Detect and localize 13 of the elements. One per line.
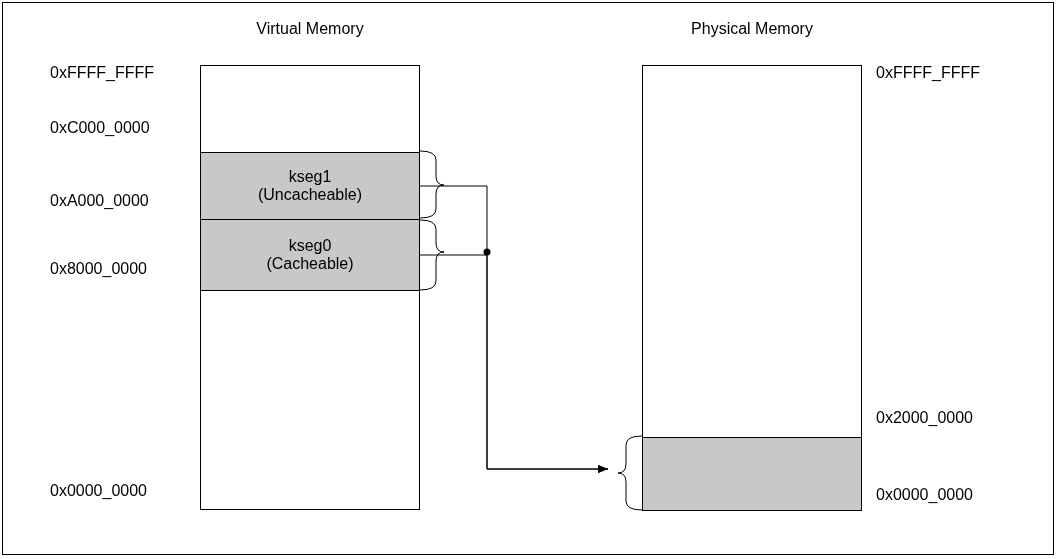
shaded-region (642, 437, 862, 511)
arrow (419, 254, 609, 473)
address-label: 0x0000_0000 (50, 482, 147, 500)
address-label: 0xA000_0000 (50, 192, 149, 210)
address-label: 0xC000_0000 (50, 119, 150, 137)
address-label: 0x8000_0000 (50, 260, 147, 278)
memory-segment: kseg0 (Cacheable) (200, 219, 420, 291)
address-label: 0x2000_0000 (876, 409, 973, 427)
memory-segment: kseg1 (Uncacheable) (200, 152, 420, 220)
address-label: 0xFFFF_FFFF (876, 64, 980, 82)
column-heading: Physical Memory (690, 20, 814, 38)
address-label: 0xFFFF_FFFF (50, 64, 154, 82)
column-heading: Virtual Memory (255, 20, 365, 38)
